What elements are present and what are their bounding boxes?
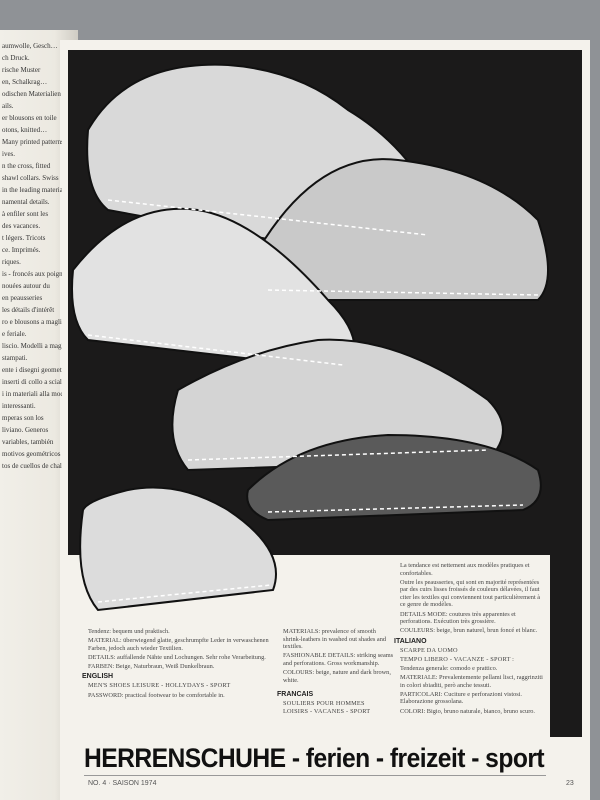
left-page-line: les détails d'intérêt (2, 306, 55, 314)
details-text: DETAILS: auffallende Nähte und Lochungen… (88, 653, 266, 661)
left-page-line: in the leading materials (2, 186, 62, 194)
french-italian-column: La tendance est nettement aux modèles pr… (394, 562, 547, 717)
left-page-line: odischen Materialien (2, 90, 61, 98)
left-page-line: ro e blousons a maglia (2, 318, 62, 326)
left-page-line: i in materiali alla moda (2, 390, 62, 398)
english-title: MEN'S SHOES LEISURE - HOLLYDAYS - SPORT (88, 682, 231, 690)
shoe-illustration-oxford (71, 207, 356, 372)
left-page-line: en peausseries (2, 294, 43, 302)
left-page-line: interessanti. (2, 402, 36, 410)
page-number: 23 (566, 780, 574, 787)
italian-paragraph: Tendenza generale: comodo e prattico. (400, 665, 498, 673)
left-page-line: riques. (2, 258, 21, 266)
materials-text: MATERIALS: prevalence of smooth shrink-l… (283, 628, 386, 651)
italian-title-1: SCARPE DA UOMO (400, 646, 458, 654)
left-page-line: e feriale. (2, 330, 27, 338)
left-page-line: ce. Imprimés. (2, 246, 41, 254)
english-french-column: MATERIALS: prevalence of smooth shrink-l… (277, 628, 395, 717)
left-page-line: ails. (2, 102, 14, 110)
french-title-1: SOULIERS POUR HOMMES (283, 700, 365, 708)
left-page-line: ch Druck. (2, 54, 30, 62)
colours-text: COLOURS: beige, nature and dark brown, w… (283, 668, 391, 684)
issue-label: NO. 4 · SAISON 1974 (88, 780, 157, 787)
left-page-text: aumwolle, Gesch… ch Druck. rische Muster en… (0, 40, 62, 600)
shoe-illustration-dark-derby (246, 433, 542, 522)
left-page-line: inserti di collo a scialle (2, 378, 62, 386)
black-background-strip (550, 555, 582, 737)
left-page-line: variables, también (2, 438, 54, 446)
left-page-line: motivos geométricos (2, 450, 61, 458)
french-paragraph: DETAILS MODE: coutures très apparentes e… (400, 610, 516, 626)
left-page-line: ente i disegni geometrici (2, 366, 62, 374)
left-page-line: t légers. Tricots (2, 234, 46, 242)
francais-label: FRANCAIS (277, 691, 314, 699)
headline: HERRENSCHUHE - ferien - freizeit - sport (84, 743, 545, 773)
french-title-2: LOISIRS - VACANES - SPORT (283, 707, 371, 715)
fashionable-text: FASHIONABLE DETAILS: striking seams and … (283, 652, 394, 667)
left-page-line: rische Muster (2, 66, 41, 74)
farben-text: FARBEN: Beige, Naturbraun, Weiß Dunkelbr… (88, 662, 215, 670)
left-page-line: nouées autour du (2, 282, 50, 290)
left-page-line: liscio. Modelli a maglia (2, 342, 62, 350)
tendenz-text: Tendenz: bequem und praktisch. (88, 628, 170, 635)
left-page-line: stampati. (2, 354, 28, 362)
left-page-line: ives. (2, 150, 16, 158)
left-page-line: namental details. (2, 198, 50, 206)
french-paragraph: COULEURS: beige, brun naturel, brun fonc… (400, 627, 538, 635)
italian-paragraph: COLORI: Bigio, bruno naturale, bianco, b… (400, 707, 536, 715)
italiano-label: ITALIANO (394, 637, 427, 645)
left-page-line: mperas son los (2, 414, 44, 422)
left-page-line: en, Schalkrag… (2, 78, 48, 86)
material-text: MATERIAL: überwiegend glatte, geschrumpf… (88, 637, 269, 652)
left-page-line: er blousons en toile (2, 114, 57, 122)
password-text: PASSWORD: practical footwear to be comfo… (88, 691, 225, 699)
italian-paragraph: MATERIALE: Prevalentemente pellami lisci… (400, 674, 543, 689)
german-english-column: Tendenz: bequem und praktisch. MATERIAL:… (82, 628, 278, 701)
french-paragraph: Outre les peausseries, qui sont en major… (400, 578, 541, 609)
left-page-line: tos de cuellos de chal (2, 462, 62, 470)
left-page-line: des vacances. (2, 222, 41, 230)
left-page-line: liviano. Generos (2, 426, 49, 434)
left-page-line: shawl collars. Swiss (2, 174, 59, 182)
left-page-line: aumwolle, Gesch… (2, 42, 58, 50)
english-label: ENGLISH (82, 673, 114, 681)
left-page-line: Many printed patterns (2, 138, 62, 146)
french-paragraph: La tendance est nettement aux modèles pr… (400, 562, 530, 577)
left-page-line: is - froncés aux poignets (2, 270, 62, 278)
left-page-line: à enfiler sont les (2, 210, 49, 218)
headline-rule (84, 775, 546, 776)
shoe-illustrations (71, 63, 549, 612)
left-page-line: n the cross, fitted (2, 162, 51, 170)
shoe-illustration-boot (79, 486, 277, 612)
italian-paragraph: PARTICOLARI: Cuciture e perforazioni vis… (400, 690, 522, 706)
italian-title-2: TEMPO LIBERO - VACANZE - SPORT : (400, 655, 515, 663)
left-page-line: otons, knitted… (2, 126, 48, 134)
